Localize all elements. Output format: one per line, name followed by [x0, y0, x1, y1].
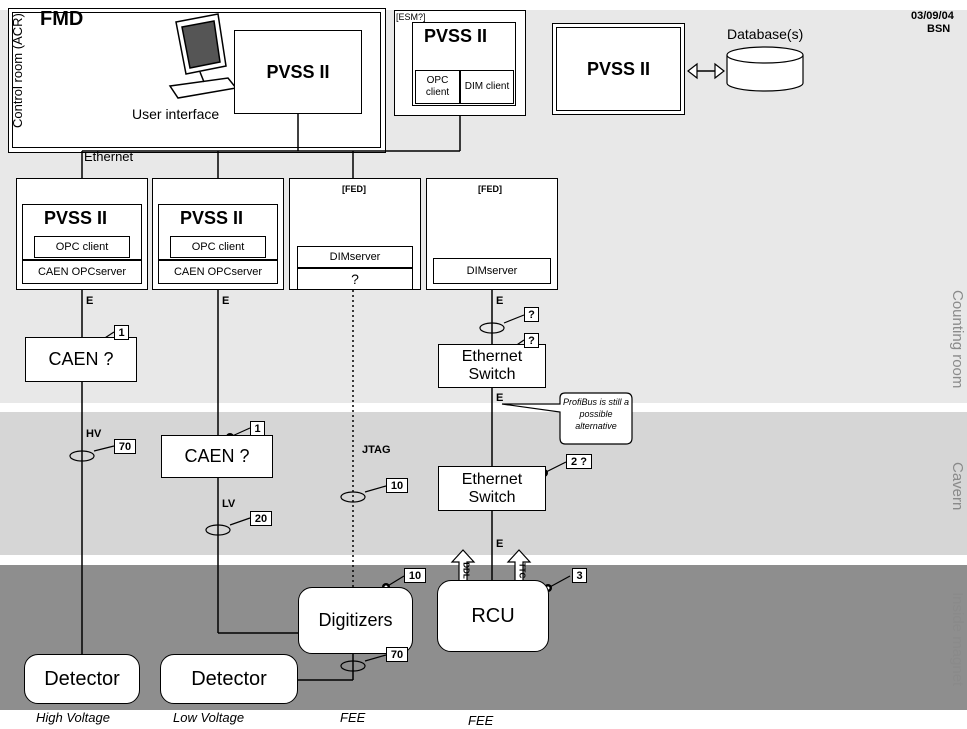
caption-low-voltage: Low Voltage — [173, 710, 245, 725]
hv-opc-client[interactable]: OPC client — [34, 236, 130, 258]
zone-divider — [0, 403, 967, 412]
detector-hv-box[interactable]: Detector — [24, 654, 140, 704]
switch-counting-count: ? — [524, 333, 539, 348]
fed2-tag: [FED] — [478, 184, 502, 194]
link-e-rcu: E — [496, 538, 504, 550]
digitizers-box[interactable]: Digitizers — [298, 587, 413, 654]
caen-hv-count: 1 — [114, 325, 129, 340]
opc-client-esm[interactable]: OPC client — [415, 70, 460, 104]
db-pvss-box[interactable]: PVSS II — [556, 27, 681, 111]
link-e-fed2: E — [496, 295, 504, 307]
counting-room-label: Counting room — [949, 290, 966, 389]
switch-cavern-box[interactable]: Ethernet Switch — [438, 466, 546, 511]
cavern-label: Cavern — [949, 462, 966, 511]
caption-fee-2: FEE — [468, 713, 494, 728]
date-label: 03/09/04 — [911, 10, 954, 22]
link-hv-label: HV — [86, 428, 102, 440]
zone-divider-2 — [0, 555, 967, 565]
cable-lv-count: 20 — [250, 511, 272, 526]
esm-tag: [ESM?] — [396, 12, 426, 22]
dim-client-esm[interactable]: DIM client — [460, 70, 514, 104]
cable-jtag-count: 10 — [386, 478, 408, 493]
caen-lv-count: 1 — [250, 421, 265, 436]
caption-high-voltage: High Voltage — [36, 710, 110, 725]
control-room-label: Control room (ACR) — [10, 13, 25, 128]
hv-opc-server[interactable]: CAEN OPCserver — [22, 260, 142, 284]
link-ddl-label: DDL — [461, 562, 471, 579]
link-e-hv: E — [86, 295, 94, 307]
cable-fee-count: 70 — [386, 647, 408, 662]
link-lv-label: LV — [222, 498, 236, 510]
switch-counting-box[interactable]: Ethernet Switch — [438, 344, 546, 388]
fed1-dim-server[interactable]: DIMserver — [297, 246, 413, 268]
profibus-callout: ProfiBus is still a possible alternative — [562, 397, 630, 431]
lv-opc-server[interactable]: CAEN OPCserver — [158, 260, 278, 284]
link-ttc-label: TTC — [517, 562, 527, 579]
caen-lv-box[interactable]: CAEN ? — [161, 435, 273, 478]
digitizers-count: 10 — [404, 568, 426, 583]
ethernet-label: Ethernet — [84, 149, 134, 164]
lv-opc-client[interactable]: OPC client — [170, 236, 266, 258]
link-e-switch: E — [496, 392, 504, 404]
pvss-main-label: PVSS II — [266, 61, 330, 82]
pvss-esm-label: PVSS II — [424, 26, 488, 46]
hv-pvss-label: PVSS II — [44, 208, 108, 228]
fed1-question-box: ? — [297, 268, 413, 290]
rcu-count: 3 — [572, 568, 587, 583]
fed2-dim-server[interactable]: DIMserver — [433, 258, 551, 284]
inside-magnet-label: Inside magnet — [949, 592, 966, 687]
author-label: BSN — [927, 23, 951, 35]
database-label: Database(s) — [727, 26, 804, 42]
link-jtag-label: JTAG — [362, 444, 391, 456]
switch-cavern-count: 2 ? — [566, 454, 592, 469]
system-title: FMD — [40, 8, 84, 30]
cable-hv-count: 70 — [114, 439, 136, 454]
rcu-box[interactable]: RCU — [437, 580, 549, 652]
detector-lv-box[interactable]: Detector — [160, 654, 298, 704]
lv-pvss-label: PVSS II — [180, 208, 244, 228]
link-e-lv: E — [222, 295, 230, 307]
pvss-main-box[interactable]: PVSS II — [234, 30, 362, 114]
cable-eth-count: ? — [524, 307, 539, 322]
caen-hv-box[interactable]: CAEN ? — [25, 337, 137, 382]
fed1-tag: [FED] — [342, 184, 366, 194]
caption-fee-1: FEE — [340, 710, 366, 725]
user-interface-label: User interface — [132, 106, 220, 122]
